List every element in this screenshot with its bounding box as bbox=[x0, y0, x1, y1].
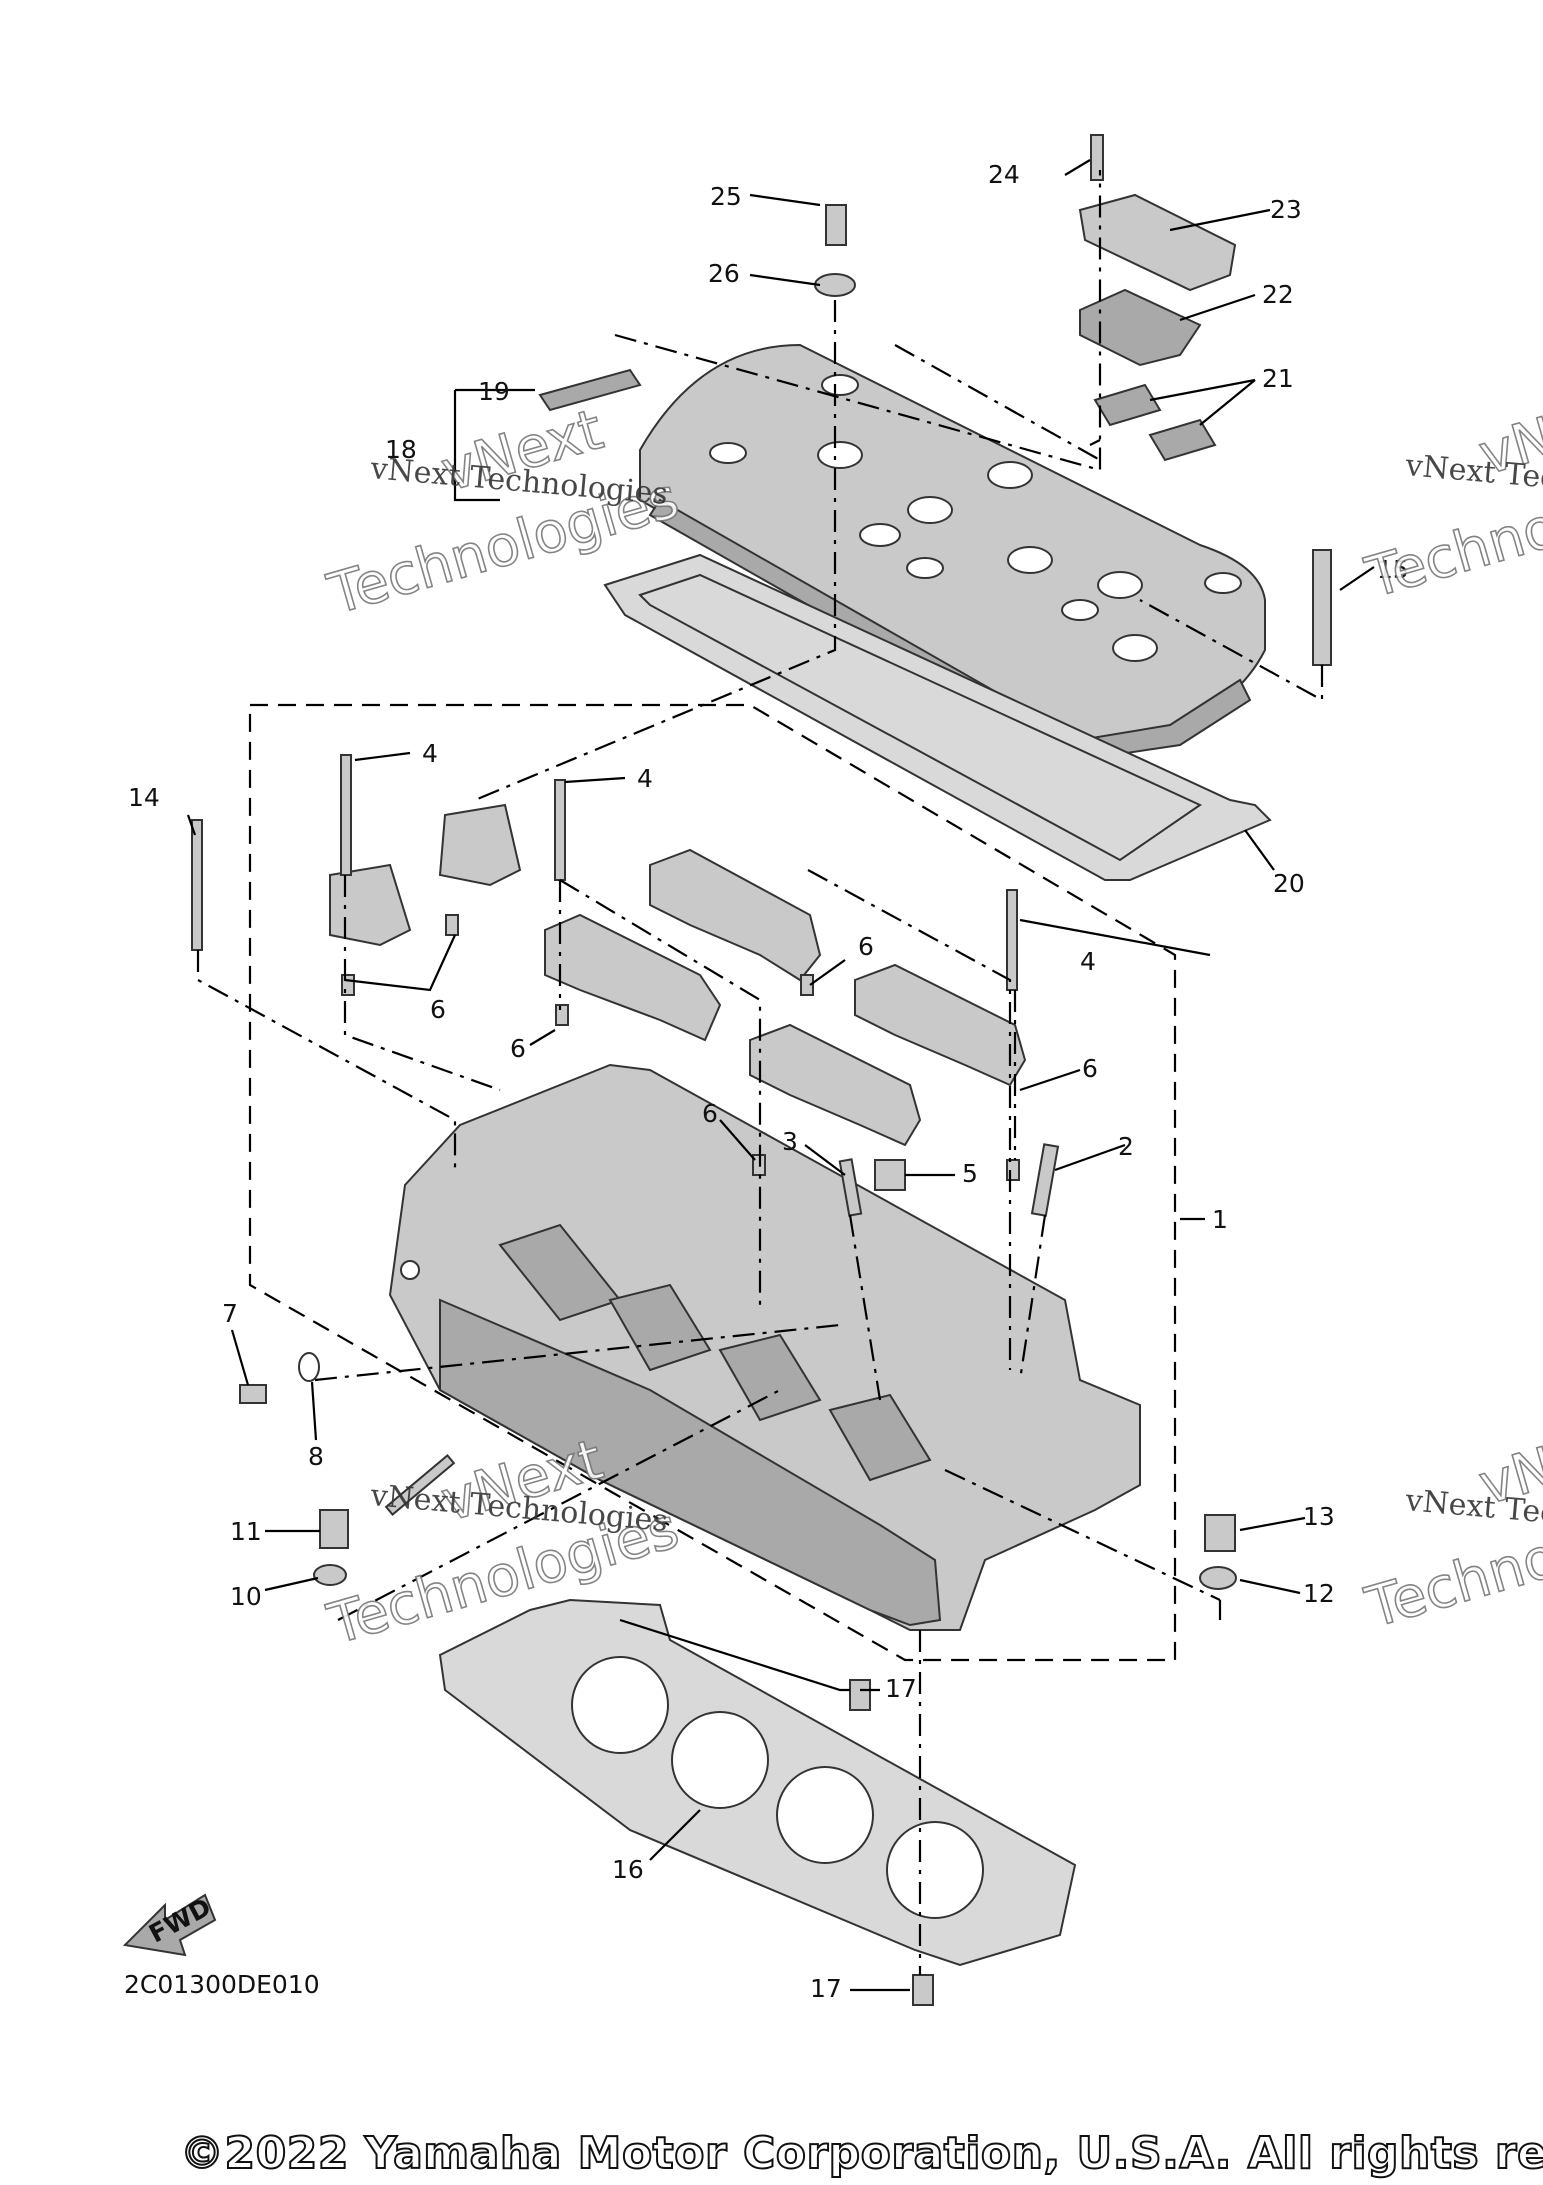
callout-7: 7 bbox=[222, 1299, 238, 1328]
callout-17: 17 bbox=[885, 1674, 917, 1703]
callout-4: 4 bbox=[422, 739, 438, 768]
callout-20: 20 bbox=[1273, 869, 1305, 898]
callout-25: 25 bbox=[710, 182, 742, 211]
callout-2: 2 bbox=[1118, 1132, 1134, 1161]
callout-4: 4 bbox=[1080, 947, 1096, 976]
assembly-boundary bbox=[248, 703, 1177, 1662]
callout-12: 12 bbox=[1303, 1579, 1335, 1608]
camshaft-caps bbox=[329, 803, 1027, 1147]
callout-23: 23 bbox=[1270, 195, 1302, 224]
leader-lines bbox=[186, 159, 1375, 1992]
callout-24: 24 bbox=[988, 160, 1020, 189]
head-gasket bbox=[438, 1598, 1077, 1967]
callout-6: 6 bbox=[858, 932, 874, 961]
copyright-notice: ©2022 Yamaha Motor Corporation, U.S.A. A… bbox=[179, 2127, 1543, 2180]
callout-10: 10 bbox=[230, 1582, 262, 1611]
callout-15: 15 bbox=[1377, 555, 1409, 584]
callout-18: 18 bbox=[385, 435, 417, 464]
small-parts bbox=[191, 134, 1332, 2006]
callout-4: 4 bbox=[637, 764, 653, 793]
callout-3: 3 bbox=[782, 1127, 798, 1156]
callout-6: 6 bbox=[702, 1099, 718, 1128]
diagram-code: 2C01300DE010 bbox=[124, 1970, 320, 1999]
callout-labels: 1 2 3 4 4 4 5 6 6 6 6 6 7 8 10 11 12 13 … bbox=[128, 160, 1409, 2003]
callout-6: 6 bbox=[1082, 1054, 1098, 1083]
cylinder-head bbox=[388, 1063, 1141, 1631]
callout-22: 22 bbox=[1262, 280, 1294, 309]
callout-19: 19 bbox=[478, 377, 510, 406]
callout-21: 21 bbox=[1262, 364, 1294, 393]
watermark-line: vNext Technologies bbox=[1403, 448, 1543, 509]
callout-8: 8 bbox=[308, 1442, 324, 1471]
callout-26: 26 bbox=[708, 259, 740, 288]
callout-14: 14 bbox=[128, 783, 160, 812]
callout-6: 6 bbox=[510, 1034, 526, 1063]
callout-5: 5 bbox=[962, 1159, 978, 1188]
fwd-arrow: FWD bbox=[122, 1892, 217, 1957]
callout-6: 6 bbox=[430, 995, 446, 1024]
callout-1: 1 bbox=[1212, 1205, 1228, 1234]
alignment-lines bbox=[196, 170, 1324, 1975]
cylinder-head-cover bbox=[639, 343, 1266, 762]
cover-gasket bbox=[603, 553, 1272, 881]
callout-13: 13 bbox=[1303, 1502, 1335, 1531]
callout-17: 17 bbox=[810, 1974, 842, 2003]
callout-11: 11 bbox=[230, 1517, 262, 1546]
callout-16: 16 bbox=[612, 1855, 644, 1884]
